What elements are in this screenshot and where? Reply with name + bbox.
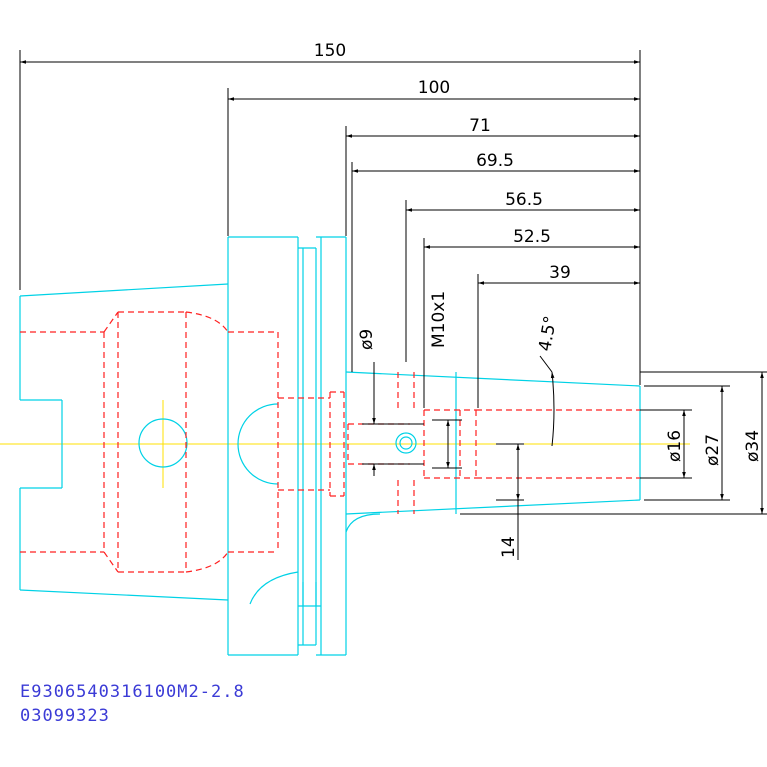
dim-taper-angle: 4.5° (535, 314, 561, 447)
dim-label-offset-14: 14 (499, 536, 519, 558)
dim-label-bore-9: ø9 (357, 329, 377, 350)
dim-label-dia-16: ø16 (665, 430, 685, 462)
dim-label-dia-34: ø34 (743, 430, 763, 462)
dim-label-150: 150 (314, 41, 346, 61)
holder-outline (19, 236, 641, 656)
dim-56-5: 56.5 (405, 190, 640, 362)
dim-label-100: 100 (418, 78, 450, 98)
dim-dia-27: ø27 (644, 385, 730, 501)
part-code: 03099323 (20, 706, 110, 726)
dim-71: 71 (345, 116, 640, 236)
dim-label-thread: M10x1 (429, 291, 449, 348)
dim-thread: M10x1 (429, 291, 462, 469)
dim-bore-9: ø9 (357, 329, 424, 476)
dim-label-56-5: 56.5 (505, 190, 543, 210)
dim-label-69-5: 69.5 (476, 151, 514, 171)
dim-label-71: 71 (469, 116, 491, 136)
dim-label-dia-27: ø27 (703, 434, 723, 466)
dim-label-52-5: 52.5 (513, 227, 551, 247)
dim-100: 100 (227, 78, 640, 236)
dim-69-5: 69.5 (351, 151, 640, 372)
dim-52-5: 52.5 (423, 227, 640, 408)
dim-label-39: 39 (549, 263, 571, 283)
dim-offset-14: 14 (496, 443, 524, 560)
dim-dia-34: ø34 (460, 371, 767, 515)
dim-150: 150 (19, 41, 640, 290)
part-number: E9306540316100M2-2.8 (20, 682, 245, 702)
dim-39: 39 (477, 263, 640, 408)
dim-dia-16: ø16 (640, 409, 692, 479)
dim-label-taper: 4.5° (535, 314, 561, 352)
